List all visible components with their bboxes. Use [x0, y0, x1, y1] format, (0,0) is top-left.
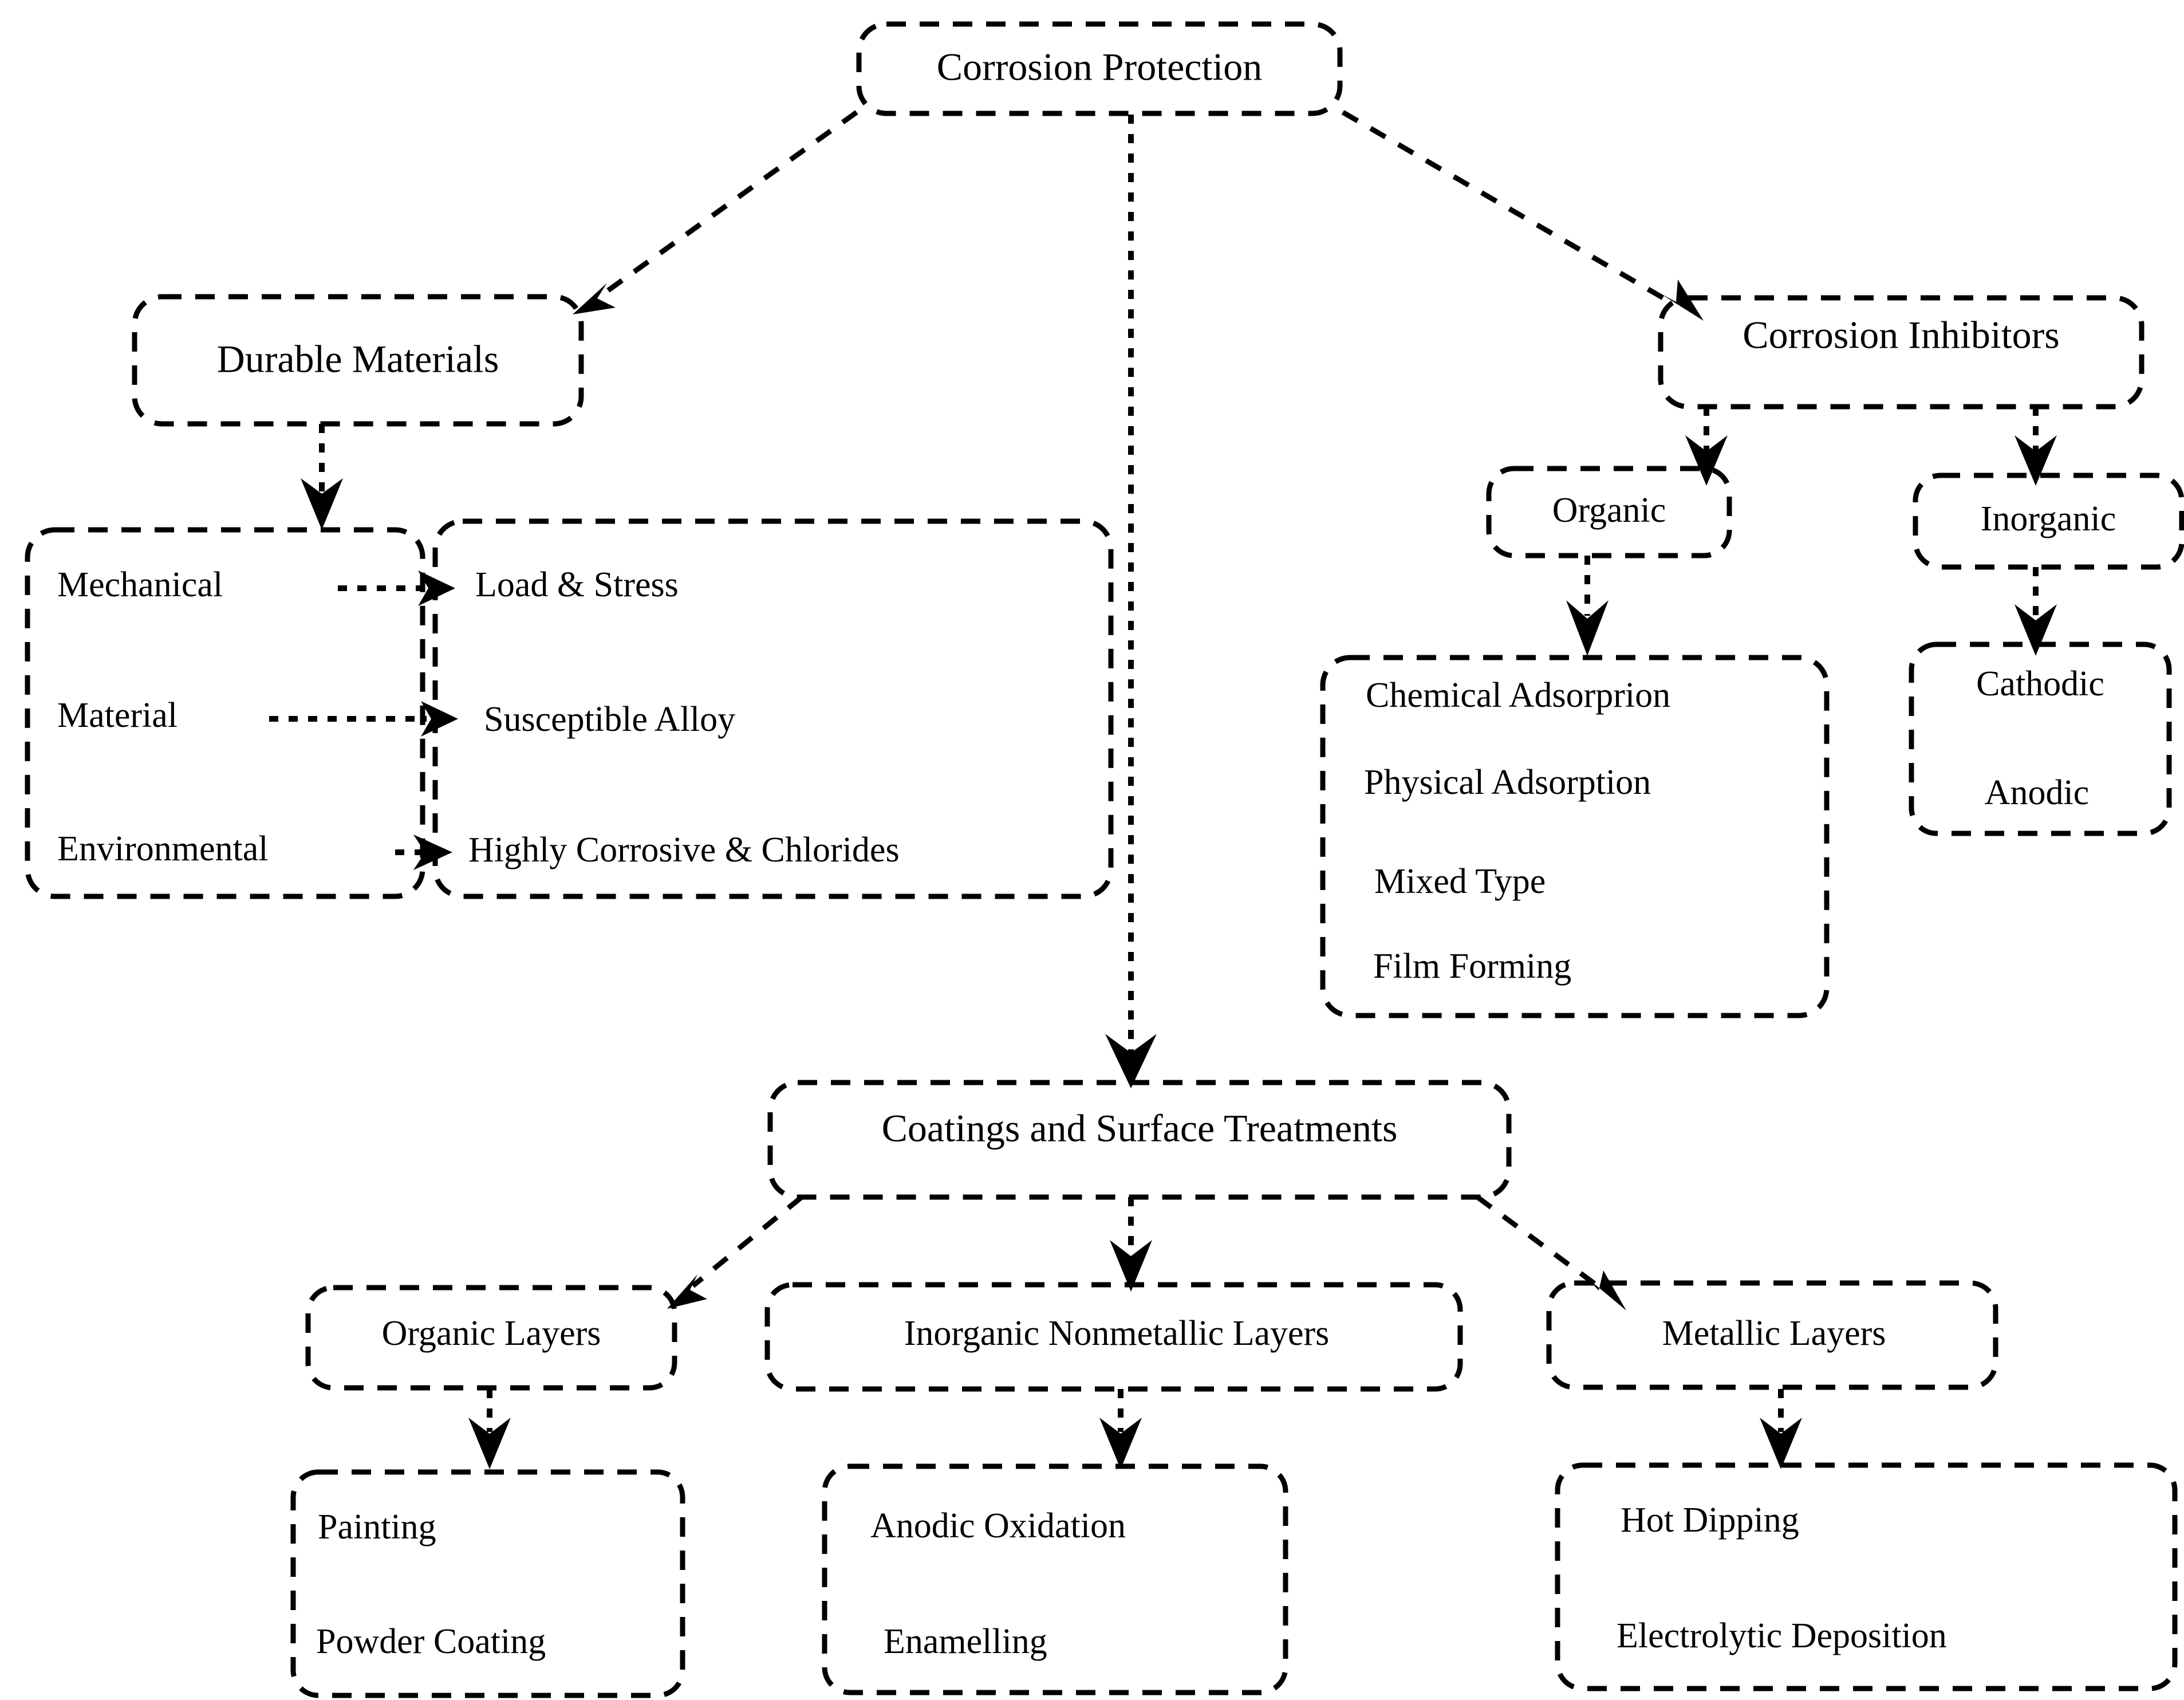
node-root-label: Corrosion Protection: [937, 45, 1263, 89]
edge-metallic-layers-to-methods: [1760, 1389, 1802, 1469]
node-coatings-label: Coatings and Surface Treatments: [882, 1107, 1398, 1150]
edge-coatings-to-inorganic-nonmetallic-layers: [1110, 1197, 1152, 1292]
node-root-box[interactable]: [856, 21, 1343, 116]
conditions-item-highly-corrosive-chlorides: Highly Corrosive & Chlorides: [468, 831, 900, 869]
node-organic-types-group[interactable]: Chemical Adsorprion Physical Adsorption …: [1320, 655, 1830, 1018]
edge-inhibitors-to-organic: [1685, 407, 1728, 486]
node-metallic-layers[interactable]: Metallic Layers: [1546, 1280, 1998, 1390]
node-organic-label: Organic: [1552, 491, 1666, 530]
factors-item-mechanical: Mechanical: [57, 565, 223, 604]
node-corrosion-inhibitors[interactable]: Corrosion Inhibitors: [1658, 295, 2144, 410]
organic-types-item-film-forming: Film Forming: [1373, 947, 1571, 986]
edge-inorganic-to-inorganic-types: [2015, 567, 2057, 656]
inorganic-layer-method-anodic-oxidation: Anodic Oxidation: [870, 1506, 1126, 1545]
node-inorganic-layer-methods-group[interactable]: Anodic Oxidation Enamelling: [822, 1463, 1288, 1695]
node-metallic-layer-methods-box[interactable]: [1555, 1462, 2178, 1691]
node-organic-box[interactable]: [1486, 466, 1732, 558]
node-inorganic-nonmetallic-layers-label: Inorganic Nonmetallic Layers: [904, 1314, 1330, 1353]
node-root[interactable]: Corrosion Protection: [856, 21, 1343, 116]
node-corrosion-inhibitors-box[interactable]: [1658, 295, 2144, 410]
node-inorganic-nonmetallic-layers-box[interactable]: [764, 1282, 1463, 1392]
edge-inorganic-layers-to-methods: [1099, 1389, 1142, 1469]
organic-layer-method-painting: Painting: [318, 1508, 436, 1546]
factors-item-environmental: Environmental: [57, 829, 268, 868]
node-coatings-box[interactable]: [767, 1080, 1512, 1200]
conditions-item-load-stress: Load & Stress: [475, 565, 679, 604]
node-inorganic-box[interactable]: [1913, 473, 2184, 570]
node-conditions-group[interactable]: Load & Stress Susceptible Alloy Highly C…: [432, 518, 1114, 899]
node-organic-layers-label: Organic Layers: [382, 1314, 601, 1353]
organic-types-item-chemical-adsorprion: Chemical Adsorprion: [1366, 676, 1670, 715]
node-durable-materials[interactable]: Durable Materials: [132, 294, 584, 427]
node-organic[interactable]: Organic: [1486, 466, 1732, 558]
node-inorganic-types-box[interactable]: [1909, 642, 2172, 836]
edge-organic-to-organic-types: [1566, 556, 1609, 656]
inorganic-types-item-anodic: Anodic: [1985, 773, 2090, 812]
node-factors-group[interactable]: Mechanical Material Environmental: [25, 527, 425, 899]
organic-types-item-physical-adsorption: Physical Adsorption: [1364, 763, 1651, 802]
node-durable-materials-label: Durable Materials: [217, 337, 499, 381]
node-metallic-layer-methods-group[interactable]: Hot Dipping Electrolytic Deposition: [1555, 1462, 2178, 1691]
organic-layer-method-powder-coating: Powder Coating: [316, 1622, 546, 1661]
node-factors-box[interactable]: [25, 527, 425, 899]
node-coatings[interactable]: Coatings and Surface Treatments: [767, 1080, 1512, 1200]
inorganic-types-item-cathodic: Cathodic: [1976, 664, 2104, 703]
node-inorganic[interactable]: Inorganic: [1913, 473, 2184, 570]
edge-root-to-coatings: [1105, 115, 1157, 1088]
node-durable-materials-box[interactable]: [132, 294, 584, 427]
node-organic-layers[interactable]: Organic Layers: [305, 1285, 677, 1391]
organic-types-item-mixed-type: Mixed Type: [1374, 862, 1546, 901]
node-inorganic-label: Inorganic: [1981, 499, 2116, 538]
edge-root-to-durable-materials: [573, 110, 858, 314]
edge-coatings-to-metallic-layers: [1476, 1195, 1626, 1311]
metallic-layer-method-electrolytic-deposition: Electrolytic Deposition: [1617, 1616, 1947, 1655]
conditions-item-susceptible-alloy: Susceptible Alloy: [484, 700, 735, 739]
node-metallic-layers-label: Metallic Layers: [1662, 1314, 1886, 1353]
inorganic-layer-method-enamelling: Enamelling: [884, 1622, 1047, 1661]
node-organic-types-box[interactable]: [1320, 655, 1830, 1018]
factors-item-material: Material: [57, 696, 178, 735]
node-inorganic-types-group[interactable]: Cathodic Anodic: [1909, 642, 2172, 836]
edge-coatings-to-organic-layers: [667, 1195, 803, 1309]
node-conditions-box[interactable]: [432, 518, 1114, 899]
metallic-layer-method-hot-dipping: Hot Dipping: [1621, 1501, 1799, 1540]
node-inorganic-layer-methods-box[interactable]: [822, 1463, 1288, 1695]
edge-durable-materials-to-factors: [301, 424, 343, 530]
edge-root-to-corrosion-inhibitors: [1341, 110, 1704, 321]
node-corrosion-inhibitors-label: Corrosion Inhibitors: [1743, 313, 2059, 357]
edge-material-to-susceptible-alloy: [269, 701, 458, 737]
node-organic-layers-box[interactable]: [305, 1285, 677, 1391]
node-organic-layer-methods-box[interactable]: [290, 1469, 685, 1698]
node-organic-layer-methods-group[interactable]: Painting Powder Coating: [290, 1469, 685, 1698]
edge-inhibitors-to-inorganic: [2015, 407, 2057, 486]
edge-organic-layers-to-methods: [468, 1389, 511, 1469]
node-inorganic-nonmetallic-layers[interactable]: Inorganic Nonmetallic Layers: [764, 1282, 1463, 1392]
